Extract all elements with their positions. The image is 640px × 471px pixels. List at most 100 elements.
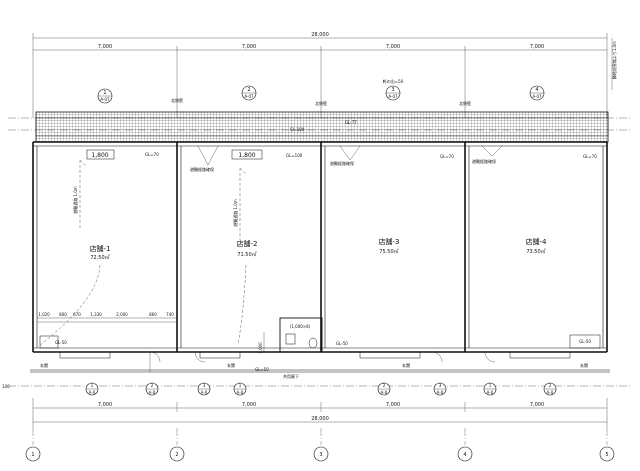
entrance-label-1: 玄関 [40,362,48,368]
grid-axes: 1 2 3 4 5 [25,428,615,462]
unit-1-gl: GL=70 [145,152,159,157]
bottom-dimension-lines: 7,000 7,000 7,000 7,000 28,000 [32,398,608,428]
canopy-hatch-band: GL-100 GL-77 [8,111,632,143]
svg-text:3: 3 [391,87,394,93]
bottom-marker-1: 1A-0 [85,382,99,396]
top-span-2: 7,000 [242,44,256,50]
svg-text:2: 2 [175,452,178,458]
front-doors: 玄関 玄関 玄関 玄関 GL=50 共用廊下 [40,351,588,379]
unit-3-details: GL=70 店舗-3 75.50㎡ 避難経路確保 [379,145,503,255]
svg-text:1: 1 [239,383,242,388]
unit-1-opening: 1,800 [91,152,108,159]
unit-4-details: GL=70 店舗-4 73.50㎡ [526,154,598,255]
svg-text:740: 740 [166,312,174,317]
top-marker-4: 4 A-07 [529,85,545,101]
grid-axis-5: 5 [599,446,615,462]
unit-2-opening: 1,800 [238,152,255,159]
bottom-span-3: 7,000 [386,402,400,408]
unit-2-vertical-label: 避難通路 1.0m [232,199,238,227]
front-gl-label: GL=50 [255,367,269,372]
entrance-label-4: 玄関 [580,362,588,368]
svg-text:3: 3 [439,383,442,388]
bottom-marker-7: 1A-0 [483,382,497,396]
entrance-label-3: 玄関 [402,362,410,368]
unit-2-area: 71.50㎡ [237,251,256,258]
right-vertical-dimension: 隣地境界線より1.0m [611,41,617,79]
svg-text:2: 2 [383,383,386,388]
unit-4-gl: GL=70 [583,154,597,159]
bottom-marker-3: 3A-0 [197,382,211,396]
top-span-4: 7,000 [530,44,544,50]
mid-label-2: 避難経路確保 [330,160,354,166]
top-label-3: 北側壁 [459,100,471,106]
svg-text:A-0: A-0 [89,390,96,395]
unit-3-area: 75.50㎡ [379,248,398,255]
svg-text:A-0: A-0 [381,390,388,395]
svg-text:2,000: 2,000 [116,312,128,317]
svg-text:1: 1 [489,383,492,388]
bottom-gl-1: GL-50 [55,340,67,345]
unit-2-name: 店舗-2 [237,239,258,248]
svg-text:1: 1 [91,383,94,388]
top-marker-2: 2 A-07 [241,85,257,101]
svg-text:2: 2 [247,87,250,93]
svg-text:1: 1 [31,452,34,458]
grid-axis-3: 3 [313,446,329,462]
bottom-marker-2: 2A-0 [145,382,159,396]
unit-1-details: 1,800 避難通路 1.0m GL=70 店舗-1 72.50㎡ [39,149,159,346]
toilet-block: (1,000×8) 1,000 GL-50 [258,317,348,354]
top-section-markers: 1 A-07 2 A-07 3 A-07 4 A-07 北側壁 北側壁 北側壁 … [97,78,545,106]
unit-4-area: 73.50㎡ [526,248,545,255]
corridor-label: 共用廊下 [283,373,299,379]
svg-text:4: 4 [463,452,466,458]
svg-text:A-0: A-0 [437,390,444,395]
grid-axis-4: 4 [457,446,473,462]
unit-1-bottom-dims: 1,020 800 670 1,330 2,000 860 740 GL-50 [37,312,177,349]
bottom-marker-5: 2A-0 [377,382,391,396]
svg-text:A-0: A-0 [237,390,244,395]
svg-text:A-07: A-07 [532,94,542,99]
bottom-marker-6: 3A-0 [433,382,447,396]
top-label-4: 軒の出=50 [383,78,404,84]
svg-text:A-07: A-07 [244,94,254,99]
svg-text:A-0: A-0 [201,390,208,395]
bottom-total-dimension: 28,000 [311,416,329,422]
bottom-span-2: 7,000 [242,402,256,408]
top-label-1: 北側壁 [171,97,183,103]
toilet-dim: 1,000 [258,342,263,354]
svg-text:1,020: 1,020 [38,312,50,317]
svg-text:1,330: 1,330 [90,312,102,317]
svg-text:2: 2 [151,383,154,388]
mid-label-1: 避難経路確保 [190,166,214,172]
svg-text:2: 2 [549,383,552,388]
svg-text:A-0: A-0 [149,390,156,395]
unit-4-name: 店舗-4 [526,237,548,246]
unit-2-gl: GL=100 [286,153,303,158]
bottom-span-1: 7,000 [98,402,112,408]
svg-text:860: 860 [149,312,157,317]
unit-1-area: 72.50㎡ [90,254,109,261]
svg-text:4: 4 [535,87,538,93]
top-marker-1: 1 A-07 [97,88,113,104]
svg-text:800: 800 [59,312,67,317]
top-label-2: 北側壁 [315,100,327,106]
canopy-gl-2: GL-77 [345,120,357,125]
svg-text:A-0: A-0 [487,390,494,395]
canopy-gl-1: GL-100 [290,127,305,132]
top-dimension-lines: 28,000 7,000 7,000 7,000 7,000 隣地境界線より1.… [32,32,617,118]
left-edge-mark: 100 [2,384,10,389]
unit-3-name: 店舗-3 [379,237,400,246]
top-span-1: 7,000 [98,44,112,50]
bottom-section-markers: 1A-0 2A-0 3A-0 1A-0 2A-0 3A-0 1A-0 2A-0 … [2,382,557,396]
toilet-label: (1,000×8) [290,324,311,329]
unit-1-vertical-label: 避難通路 1.0m [72,186,78,214]
top-span-3: 7,000 [386,44,400,50]
svg-text:670: 670 [73,312,81,317]
bottom-marker-8: 2A-0 [543,382,557,396]
top-total-dimension: 28,000 [311,32,329,38]
svg-text:A-0: A-0 [547,390,554,395]
unit-1-name: 店舗-1 [90,244,111,253]
unit-3-gl: GL=70 [440,154,454,159]
grid-axis-2: 2 [169,446,185,462]
